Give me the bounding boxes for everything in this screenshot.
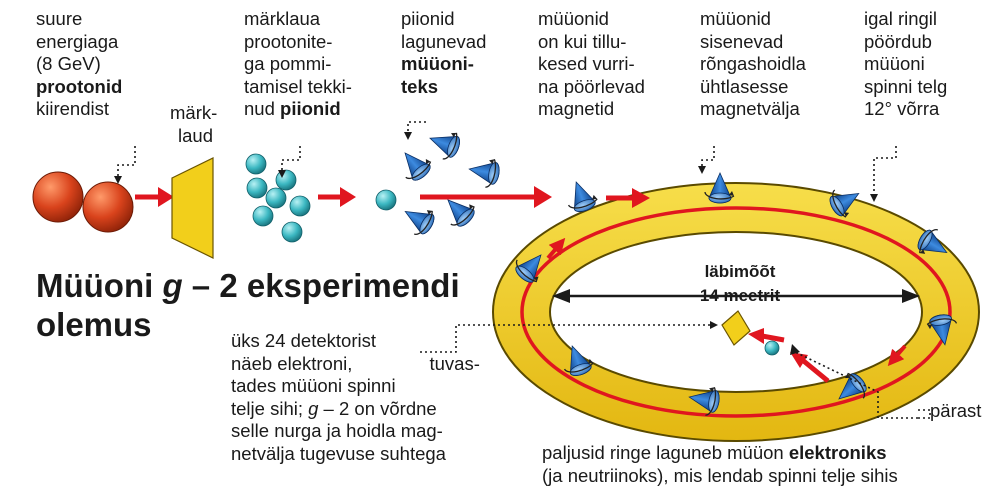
beam-arrows — [135, 186, 830, 383]
diagram-title: Müüoni g – 2 eksperimendi olemus — [36, 267, 460, 343]
caption-pions: märklaua prootonite- ga pommi- tamisel t… — [244, 8, 352, 119]
proton-1 — [32, 171, 84, 223]
target-block — [171, 157, 214, 259]
diameter-label-line1: läbimõõt — [704, 262, 776, 281]
leader-lines — [117, 121, 931, 419]
caption-muons-magnets: müüonid on kui tillu- kesed vurri- na pö… — [538, 8, 645, 119]
caption-after: pärast — [930, 400, 982, 421]
caption-muons-enter: müüonid sisenevad rõngashoidla ühtlasess… — [700, 8, 806, 119]
electron-dot — [764, 340, 780, 356]
diameter-label: läbimõõt 14 meetrit — [660, 262, 820, 306]
caption-protons: suure energiaga (8 GeV) prootonid kiiren… — [36, 8, 123, 119]
decay-muons — [392, 124, 502, 241]
diameter-label-line2: 14 meetrit — [699, 286, 781, 305]
caption-target: märk- laud — [170, 102, 218, 146]
title-g: g — [162, 267, 183, 304]
pion-cluster — [245, 153, 311, 243]
caption-spin: igal ringil pöördub müüoni spinni telg 1… — [864, 8, 948, 119]
caption-electron: paljusid ringe laguneb müüon elektroniks… — [542, 442, 898, 486]
proton-2 — [82, 181, 134, 233]
leader-arrowheads — [114, 132, 878, 355]
orbit-path — [520, 206, 952, 418]
diameter-arrow — [552, 289, 920, 303]
proton-pair — [32, 171, 134, 233]
pion-single — [375, 189, 397, 211]
caption-detector: üks 24 detektorist näeb elektroni, tuvas… — [231, 330, 480, 464]
detector-block — [721, 310, 751, 346]
caption-decay: piionid lagunevad müüoni- teks — [401, 8, 487, 97]
